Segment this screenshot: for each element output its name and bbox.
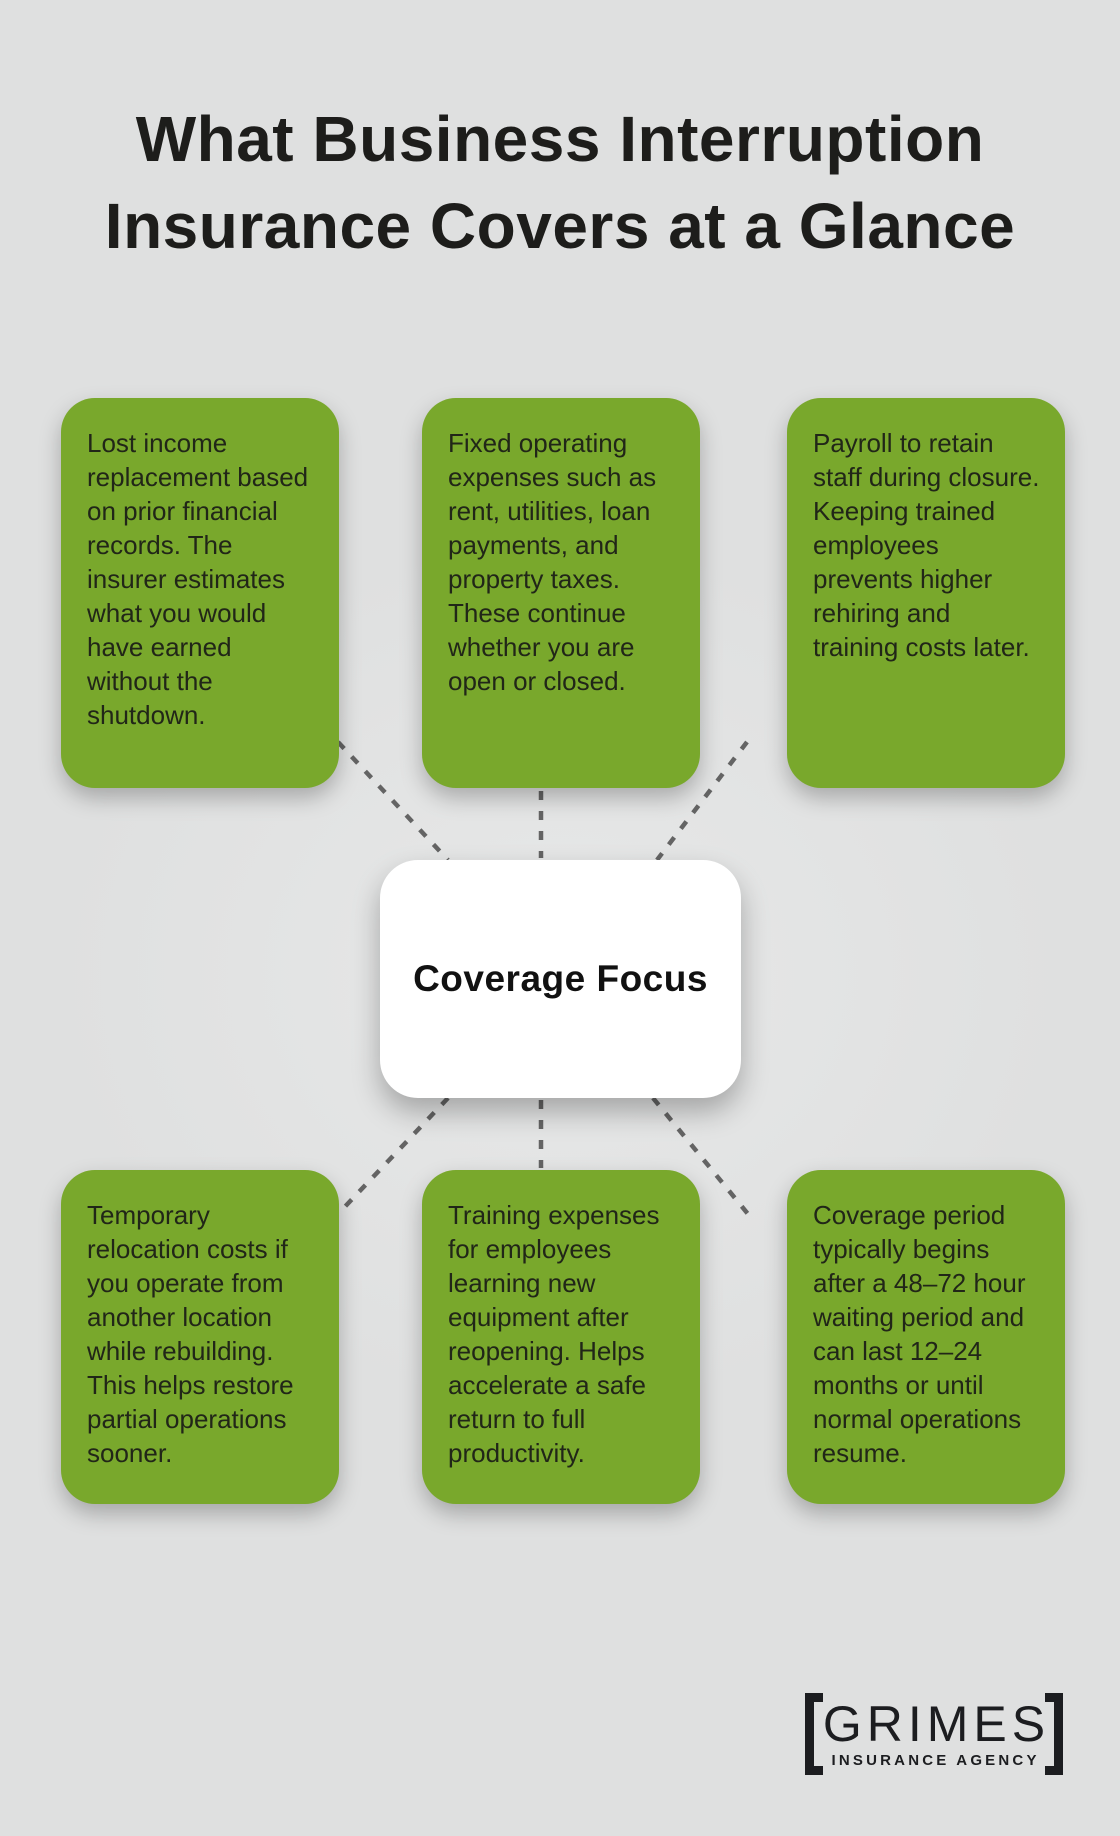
page-title: What Business Interruption Insurance Cov… <box>0 96 1120 270</box>
card-fixed-expenses-text: Fixed operating expenses such as rent, u… <box>448 428 657 696</box>
coverage-focus-label: Coverage Focus <box>413 958 708 999</box>
card-payroll: Payroll to retain staff during closure. … <box>787 398 1065 788</box>
card-temporary-relocation-text: Temporary relocation costs if you operat… <box>87 1200 294 1468</box>
card-fixed-expenses: Fixed operating expenses such as rent, u… <box>422 398 700 788</box>
left-bracket-icon <box>805 1693 823 1775</box>
card-coverage-period-text: Coverage period typically begins after a… <box>813 1200 1026 1468</box>
right-bracket-icon <box>1045 1693 1063 1775</box>
card-coverage-period: Coverage period typically begins after a… <box>787 1170 1065 1504</box>
card-temporary-relocation: Temporary relocation costs if you operat… <box>61 1170 339 1504</box>
card-training-expenses-text: Training expenses for employees learning… <box>448 1200 660 1468</box>
card-lost-income-text: Lost income replacement based on prior f… <box>87 428 309 730</box>
page-title-line-2: Insurance Covers at a Glance <box>104 190 1016 262</box>
grimes-logo: GRIMES INSURANCE AGENCY <box>805 1693 1063 1775</box>
page-title-line-1: What Business Interruption <box>135 103 985 175</box>
coverage-focus-node: Coverage Focus <box>380 860 741 1098</box>
card-training-expenses: Training expenses for employees learning… <box>422 1170 700 1504</box>
logo-name: GRIMES <box>823 1696 1045 1752</box>
card-lost-income: Lost income replacement based on prior f… <box>61 398 339 788</box>
logo-tagline: INSURANCE AGENCY <box>831 1752 1040 1769</box>
card-payroll-text: Payroll to retain staff during closure. … <box>813 428 1040 662</box>
